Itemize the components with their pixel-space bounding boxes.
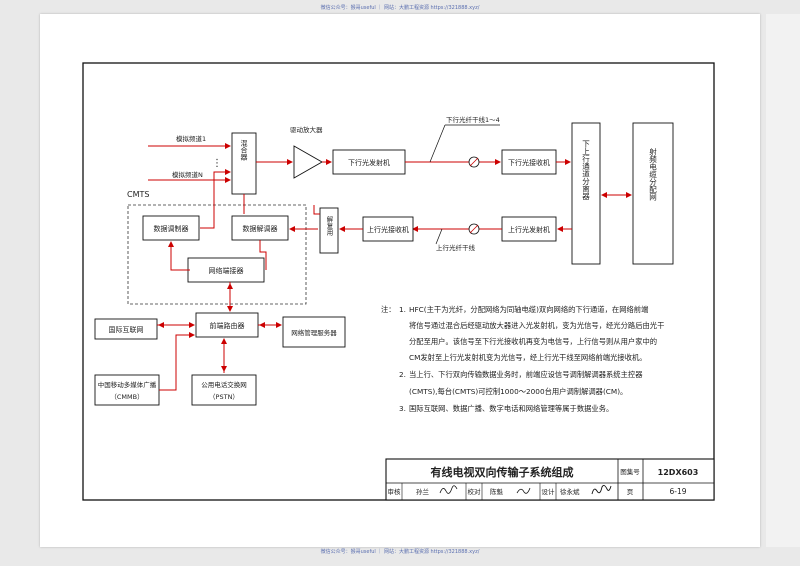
- upstream-fiber-connector-icon: [468, 223, 480, 235]
- input-ellipsis: ⋮: [212, 158, 222, 169]
- note-3-num: 3.: [399, 404, 406, 413]
- modulator-box: [142, 215, 200, 241]
- cmmb-box: [94, 374, 160, 406]
- nms-label: 网络管理服务器: [291, 328, 337, 337]
- drawing-frame: [82, 62, 715, 501]
- note-1-num: 1.: [399, 305, 406, 314]
- check-label: 校对: [468, 487, 482, 496]
- cmmb-label-1: 中国移动多媒体广播: [98, 380, 157, 389]
- downstream-rx-box: [501, 149, 557, 175]
- distribution-network-label: 射频电缆分配网: [648, 147, 657, 202]
- note-2-num: 2.: [399, 370, 406, 379]
- arrow-ni-modulator: [168, 241, 190, 271]
- downstream-fiber-label: 下行光纤干线1～4: [446, 115, 500, 124]
- watermark-top: 微信公众号：猴哥useful ｜ 网站：大鹏工程资源 https://32188…: [320, 5, 480, 11]
- amplifier-label: 驱动放大器: [290, 125, 323, 134]
- downstream-rx-label: 下行光接收机: [508, 158, 550, 167]
- arrow-modulator-mixer: [200, 169, 231, 229]
- page-number: 6-19: [669, 487, 686, 496]
- internet-label: 国际互联网: [109, 325, 144, 334]
- note-line: (CMTS),每台(CMTS)可控制1000～2000台用户调制解调器(CM)。: [409, 387, 627, 396]
- network-interface-label: 网络端接器: [209, 266, 244, 275]
- pstn-label-1: 公用电话交换网: [201, 380, 247, 389]
- auditor-signature: [439, 485, 458, 494]
- designer-signature: [591, 484, 612, 495]
- router-box: [195, 312, 259, 338]
- note-line: 国际互联网、数据广播、数字电话和网络管理等属于数据业务。: [409, 404, 613, 413]
- mixer-label: 混合器: [240, 139, 248, 162]
- note-line: 分配至用户。该信号至下行光接收机再变为电信号，上行信号则从用户家中的: [409, 337, 657, 346]
- splitter-label: 下上行通道分离器: [581, 140, 590, 202]
- drawing-title: 有线电视双向传输子系统组成: [431, 465, 574, 479]
- notes-label: 注：: [381, 305, 396, 314]
- cmts-group: [127, 204, 307, 305]
- cmmb-label-2: （CMMB）: [110, 393, 143, 401]
- demodulator-box: [231, 215, 289, 241]
- pstn-label-2: （PSTN）: [209, 393, 239, 401]
- checker-signature: [516, 487, 531, 494]
- upstream-fiber-leader: [435, 228, 443, 245]
- demux-spur: [313, 205, 320, 215]
- cmts-label: CMTS: [127, 190, 149, 199]
- input-analog-n: 模拟频道N: [172, 170, 203, 179]
- note-line: 当上行、下行双向传输数据业务时，前端应设信号调制解调器系统主控器: [409, 370, 643, 379]
- downstream-tx-label: 下行光发射机: [348, 158, 390, 167]
- upstream-fiber-label: 上行光纤干线: [436, 243, 476, 252]
- upstream-tx-label: 上行光发射机: [508, 225, 550, 234]
- network-interface-box: [187, 257, 265, 283]
- demux-label: 解复用: [325, 215, 333, 237]
- demodulator-label: 数据解调器: [243, 224, 278, 233]
- splitter-box: [571, 122, 601, 265]
- internet-box: [94, 318, 158, 340]
- atlas-no-label: 图集号: [620, 467, 640, 476]
- arrow-cmmb-router: [159, 332, 195, 391]
- downstream-tx-box: [332, 149, 406, 175]
- amplifier-symbol: [293, 145, 323, 179]
- audit-label: 审核: [388, 487, 402, 496]
- upstream-rx-label: 上行光接收机: [367, 225, 409, 234]
- watermark-bottom: 微信公众号：猴哥useful ｜ 网站：大鹏工程资源 https://32188…: [320, 549, 480, 555]
- distribution-network-box: [632, 122, 674, 265]
- note-line: CM发射至上行光发射机变为光信号，经上行光干线至网络前端光接收机。: [409, 353, 647, 362]
- downstream-fiber-connector-icon: [468, 156, 480, 168]
- nms-box: [282, 316, 346, 348]
- viewer-right-panel: [766, 14, 800, 547]
- input-analog-1: 模拟频道1: [176, 134, 206, 143]
- demux-box: [319, 207, 339, 254]
- design-label: 设计: [542, 487, 556, 496]
- pstn-box: [191, 374, 257, 406]
- downstream-fiber-leader: [429, 124, 446, 163]
- router-label: 前端路由器: [210, 321, 245, 330]
- designer-name: 徐永斌: [560, 487, 580, 496]
- mixer-box: [231, 132, 257, 195]
- upstream-rx-box: [362, 216, 414, 242]
- atlas-no-value: 12DX603: [658, 468, 699, 477]
- modulator-label: 数据调制器: [154, 224, 189, 233]
- note-line: 将信号通过混合后经驱动放大器进入光发射机，变为光信号，经光分路后由光干: [409, 321, 664, 330]
- drawing-sheet: [40, 14, 760, 547]
- note-line: HFC(主干为光纤，分配网络为同轴电缆)双向网络的下行通道，在网络前端: [409, 305, 648, 314]
- page-label: 页: [627, 488, 634, 496]
- line-demod-ni: [259, 240, 267, 270]
- auditor-name: 孙兰: [416, 487, 430, 496]
- checker-name: 陈魁: [490, 487, 504, 496]
- notes-block: 1. HFC(主干为光纤，分配网络为同轴电缆)双向网络的下行通道，在网络前端 将…: [399, 305, 664, 413]
- title-block: [385, 458, 715, 501]
